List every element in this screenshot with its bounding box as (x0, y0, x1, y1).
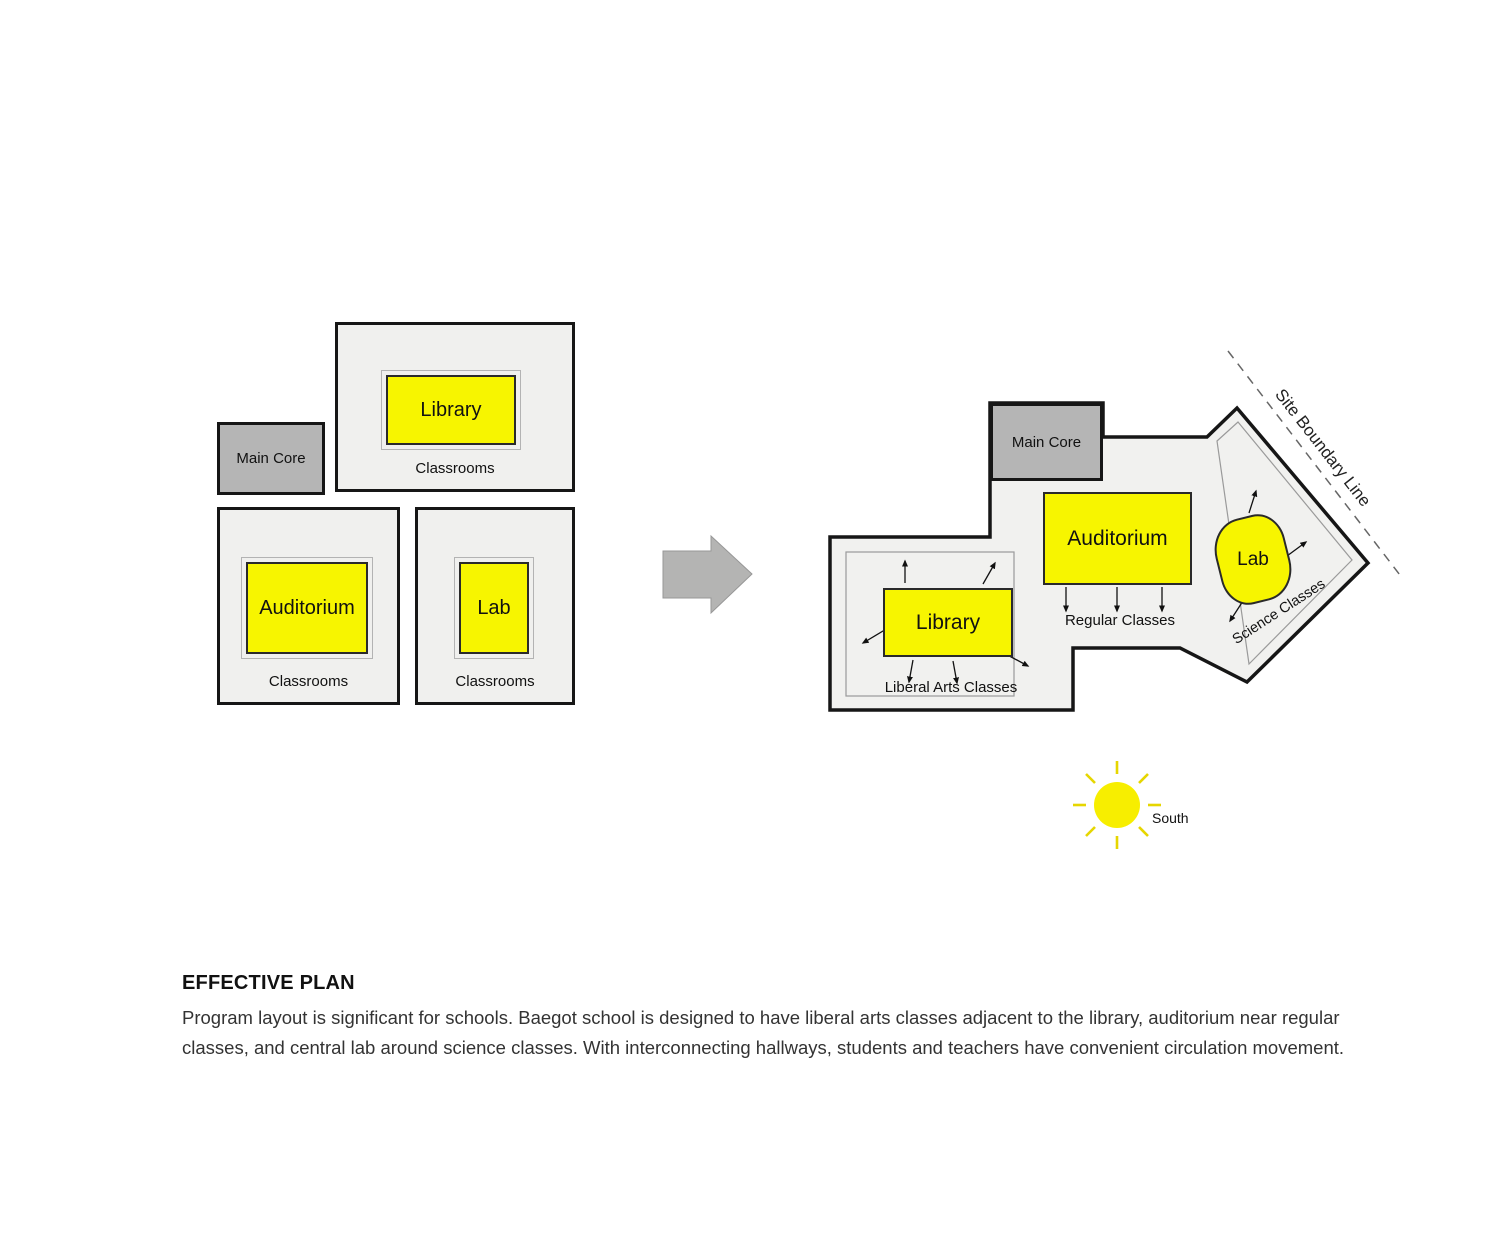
after-auditorium-label: Auditorium (1067, 526, 1168, 550)
before-lab-box: Lab (454, 557, 534, 659)
after-lab-box: Lab (1207, 508, 1299, 611)
liberal-arts-classes-label: Liberal Arts Classes (884, 679, 1018, 696)
before-auditorium-label: Auditorium (259, 596, 355, 619)
site-boundary-label: Site Boundary Line (1271, 385, 1375, 511)
caption-block: EFFECTIVE PLAN Program layout is signifi… (182, 972, 1362, 1063)
sun-icon (1094, 782, 1140, 828)
caption-body: Program layout is significant for school… (182, 1007, 1345, 1058)
after-library-label: Library (915, 610, 981, 634)
before-library-classrooms-label: Classrooms (415, 460, 495, 477)
before-main-core: Main Core (217, 422, 325, 495)
before-library-box: Library (381, 370, 521, 450)
regular-classes-label: Regular Classes (1064, 612, 1176, 629)
after-lab-label: Lab (1237, 548, 1269, 570)
flow-arrow (1248, 489, 1258, 514)
flow-arrow (982, 561, 996, 585)
before-library-block: Library Classrooms (335, 322, 575, 492)
before-auditorium-box: Auditorium (241, 557, 373, 659)
flow-arrow (1286, 541, 1308, 557)
before-lab-block: Lab Classrooms (415, 507, 575, 705)
before-lab-classrooms-label: Classrooms (455, 673, 535, 690)
after-main-core-label: Main Core (1011, 433, 1082, 451)
sun-rays-icon (1073, 761, 1161, 849)
before-auditorium-block: Auditorium Classrooms (217, 507, 400, 705)
before-library-label: Library (420, 398, 482, 421)
caption-title: EFFECTIVE PLAN (182, 972, 355, 994)
transform-arrow-icon (662, 534, 753, 615)
before-auditorium-classrooms-label: Classrooms (268, 673, 349, 690)
before-main-core-label: Main Core (236, 450, 306, 467)
before-lab-label: Lab (477, 596, 511, 619)
after-library-box: Library (883, 588, 1013, 657)
after-main-core: Main Core (990, 403, 1103, 481)
south-label: South (1152, 810, 1189, 826)
after-auditorium-box: Auditorium (1043, 492, 1192, 585)
